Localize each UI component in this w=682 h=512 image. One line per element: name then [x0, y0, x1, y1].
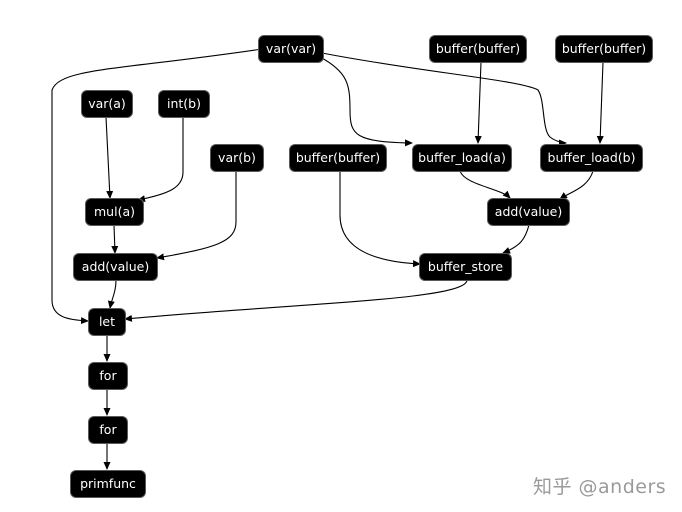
edge-var-var-to-buffer-load-a [319, 56, 413, 147]
node-mul-a[interactable]: mul(a) [86, 199, 143, 225]
edge-add-value-right-to-buffer-store [502, 224, 530, 254]
node-buffer-store[interactable]: buffer_store [420, 254, 511, 280]
edge-buffer-top-2-to-buffer-load-b [596, 61, 604, 144]
edge-buffer-load-b-to-add-value-right [559, 170, 594, 200]
edge-var-a-to-mul-a [105, 116, 114, 199]
node-for-1[interactable]: for [89, 363, 127, 389]
edge-var-var-to-let [51, 48, 263, 325]
edge-buffer-top-1-to-buffer-load-a [474, 61, 482, 144]
node-buffer-load-b[interactable]: buffer_load(b) [541, 145, 642, 171]
node-int-b[interactable]: int(b) [159, 91, 209, 117]
edge-add-value-left-to-let [107, 279, 117, 309]
node-buffer-top-1[interactable]: buffer(buffer) [430, 36, 526, 62]
watermark: 知乎 @anders [533, 476, 667, 498]
node-add-value-left[interactable]: add(value) [74, 254, 157, 280]
node-var-a[interactable]: var(a) [82, 91, 132, 117]
edge-buffer-store-to-let [124, 279, 468, 322]
node-var-var[interactable]: var(var) [259, 36, 323, 62]
node-let[interactable]: let [89, 309, 125, 335]
node-buffer-top-2[interactable]: buffer(buffer) [556, 36, 652, 62]
node-buffer-load-a[interactable]: buffer_load(a) [413, 145, 511, 171]
edge-var-b-to-add-value-left [156, 171, 237, 261]
edge-buffer-mid-to-buffer-store [339, 171, 421, 268]
node-buffer-mid[interactable]: buffer(buffer) [290, 145, 386, 171]
edge-buffer-load-a-to-add-value-right [459, 170, 511, 199]
node-var-b[interactable]: var(b) [211, 145, 263, 171]
node-for-2[interactable]: for [89, 417, 127, 443]
node-add-value-right[interactable]: add(value) [488, 199, 569, 225]
edge-mul-a-to-add-value-left [111, 224, 119, 254]
edge-var-var-to-buffer-load-b [321, 52, 567, 147]
edge-int-b-to-mul-a [137, 117, 184, 203]
node-primfunc[interactable]: primfunc [71, 471, 145, 497]
